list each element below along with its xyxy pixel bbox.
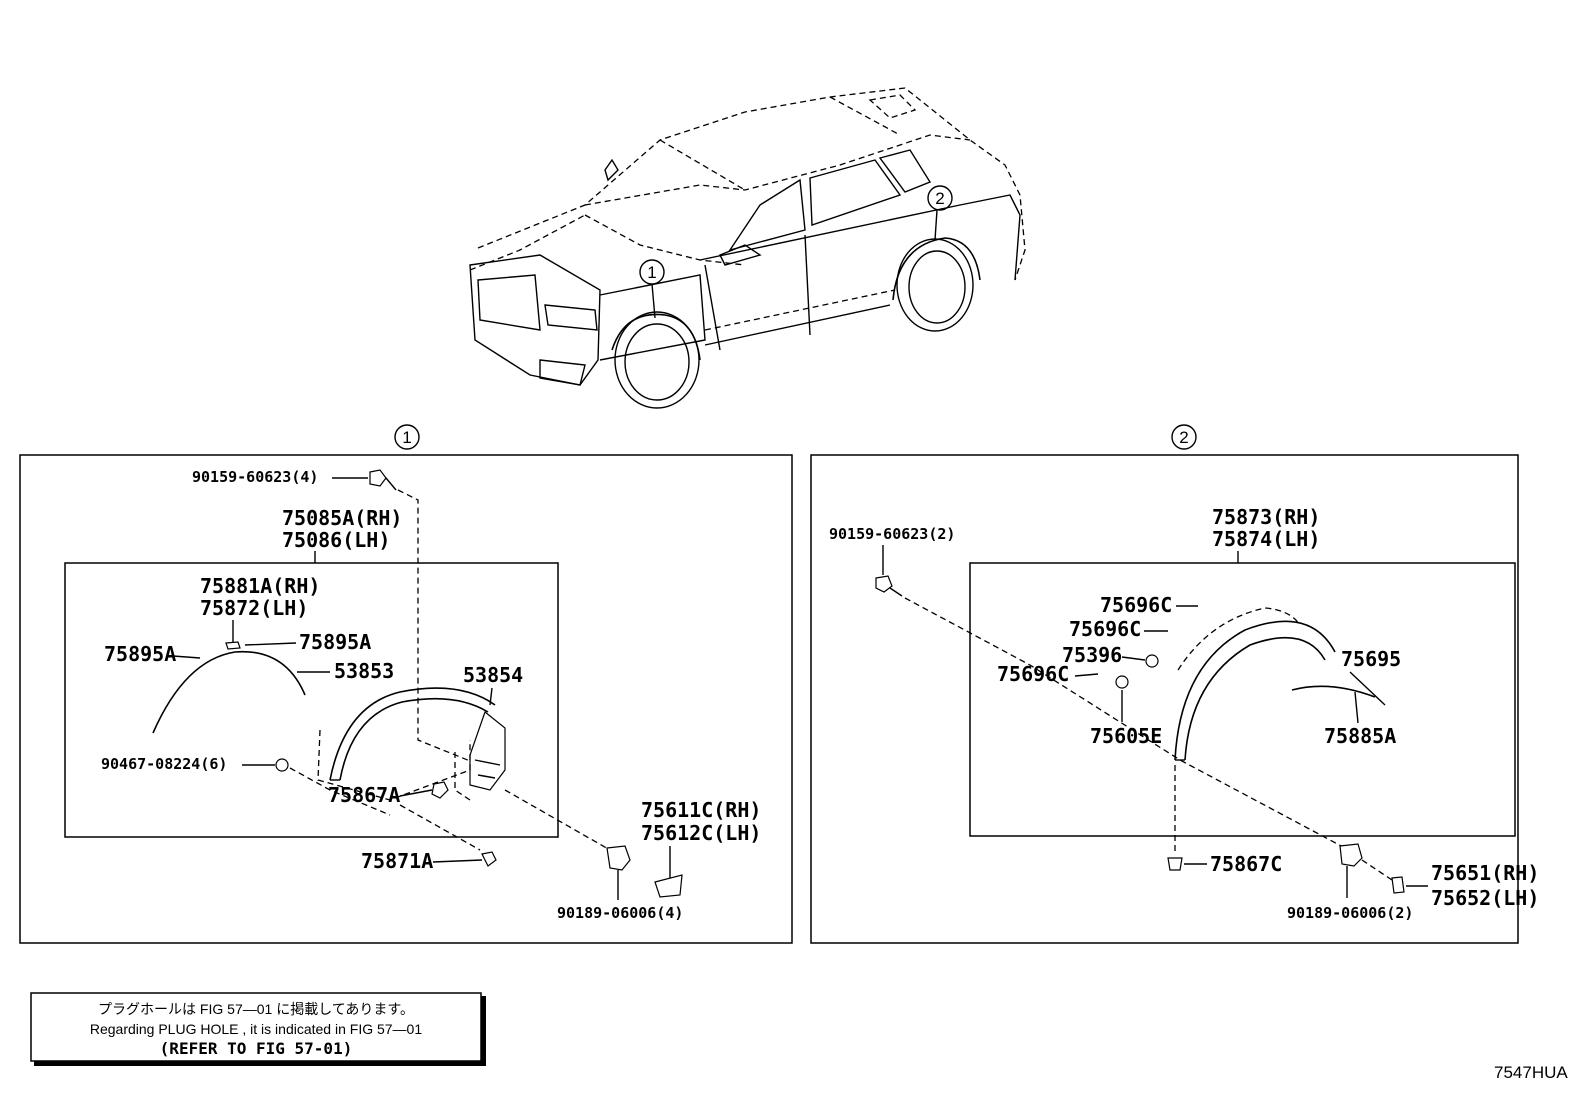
clip-75871a-icon [481, 851, 497, 867]
vehicle-callout-1: 1 [647, 263, 656, 282]
bolt-icon [369, 469, 387, 487]
front-panel: 1 90159-60623(4) 75085A(RH) 75086(LH) 75… [19, 424, 793, 944]
part-label-clip-75696c-1[interactable]: 75696C [1100, 593, 1172, 617]
part-label-assy-lh-rear[interactable]: 75874(LH) [1212, 527, 1320, 551]
part-75885a-shape [1291, 685, 1376, 698]
vehicle-illustration: 1 2 [469, 87, 1026, 409]
part-label-53854[interactable]: 53854 [463, 663, 523, 687]
part-label-75695[interactable]: 75695 [1341, 647, 1401, 671]
clip-75867a-icon [431, 781, 449, 799]
part-label-clip-75871a[interactable]: 75871A [361, 849, 433, 873]
part-label-liner-53853[interactable]: 53853 [334, 659, 394, 683]
part-label-bolt-top-front[interactable]: 90159-60623(4) [192, 468, 318, 486]
rear-panel-frame [810, 454, 1519, 944]
note-box: プラグホールは FIG 57—01 に掲載してあります。 Regarding P… [30, 992, 486, 1066]
part-label-75396[interactable]: 75396 [1062, 643, 1122, 667]
part-label-assy-lh-front[interactable]: 75086(LH) [282, 528, 390, 552]
rear-assy-frame [969, 562, 1516, 837]
guard-front-icon [654, 874, 683, 898]
part-label-assy-rh-front[interactable]: 75085A(RH) [282, 506, 402, 530]
part-label-molding-rh[interactable]: 75881A(RH) [200, 574, 320, 598]
clip-icon [225, 641, 241, 650]
front-assy-frame [64, 562, 559, 838]
note-line-english: Regarding PLUG HOLE , it is indicated in… [90, 1021, 422, 1037]
rear-fender-arch-shape [1174, 620, 1336, 761]
screw-icon [275, 758, 289, 772]
part-label-bolt-top-rear[interactable]: 90159-60623(2) [829, 525, 955, 543]
part-label-guard-lh-rear[interactable]: 75652(LH) [1431, 886, 1539, 910]
front-panel-label: 1 [402, 428, 411, 447]
part-label-guard-rh-rear[interactable]: 75651(RH) [1431, 861, 1539, 885]
part-label-nut-rear[interactable]: 90189-06006(2) [1287, 904, 1413, 922]
rear-panel: 2 90159-60623(2) 75873(RH) 75874(LH) 756… [810, 424, 1539, 944]
part-label-molding-lh[interactable]: 75872(LH) [200, 596, 308, 620]
part-label-clip-75895a-left[interactable]: 75895A [104, 642, 176, 666]
part-label-assy-rh-rear[interactable]: 75873(RH) [1212, 505, 1320, 529]
part-label-clip-75696c-2[interactable]: 75696C [1069, 617, 1141, 641]
figure-code: 7547HUA [1494, 1063, 1568, 1082]
vehicle-callout-2: 2 [935, 189, 944, 208]
fender-arch-shape [329, 687, 496, 781]
part-label-75605e[interactable]: 75605E [1090, 724, 1162, 748]
note-line-refer: (REFER TO FIG 57-01) [160, 1039, 353, 1058]
liner-53853-shape [152, 650, 306, 734]
part-label-clip-75867a[interactable]: 75867A [328, 783, 400, 807]
fender-bracket-shape [469, 711, 506, 791]
nut-front-icon [606, 845, 631, 871]
part-75605e-icon [1115, 675, 1129, 689]
part-label-clip-75867c[interactable]: 75867C [1210, 852, 1282, 876]
note-line-japanese: プラグホールは FIG 57—01 に掲載してあります。 [98, 1001, 414, 1017]
part-label-75885a[interactable]: 75885A [1324, 724, 1396, 748]
part-label-clip-75895a-right[interactable]: 75895A [299, 630, 371, 654]
part-label-screw[interactable]: 90467-08224(6) [101, 755, 227, 773]
clip-75867c-icon [1167, 857, 1183, 871]
part-label-nut-front[interactable]: 90189-06006(4) [557, 904, 683, 922]
nut-rear-icon [1339, 843, 1363, 867]
bolt-rear-icon [875, 575, 893, 593]
front-panel-frame [19, 454, 793, 944]
part-75396-icon [1145, 654, 1159, 668]
rear-panel-label: 2 [1179, 428, 1188, 447]
part-label-clip-75696c-3[interactable]: 75696C [997, 662, 1069, 686]
part-label-guard-lh-front[interactable]: 75612C(LH) [641, 821, 761, 845]
guard-rear-icon [1391, 876, 1405, 894]
part-label-guard-rh-front[interactable]: 75611C(RH) [641, 798, 761, 822]
